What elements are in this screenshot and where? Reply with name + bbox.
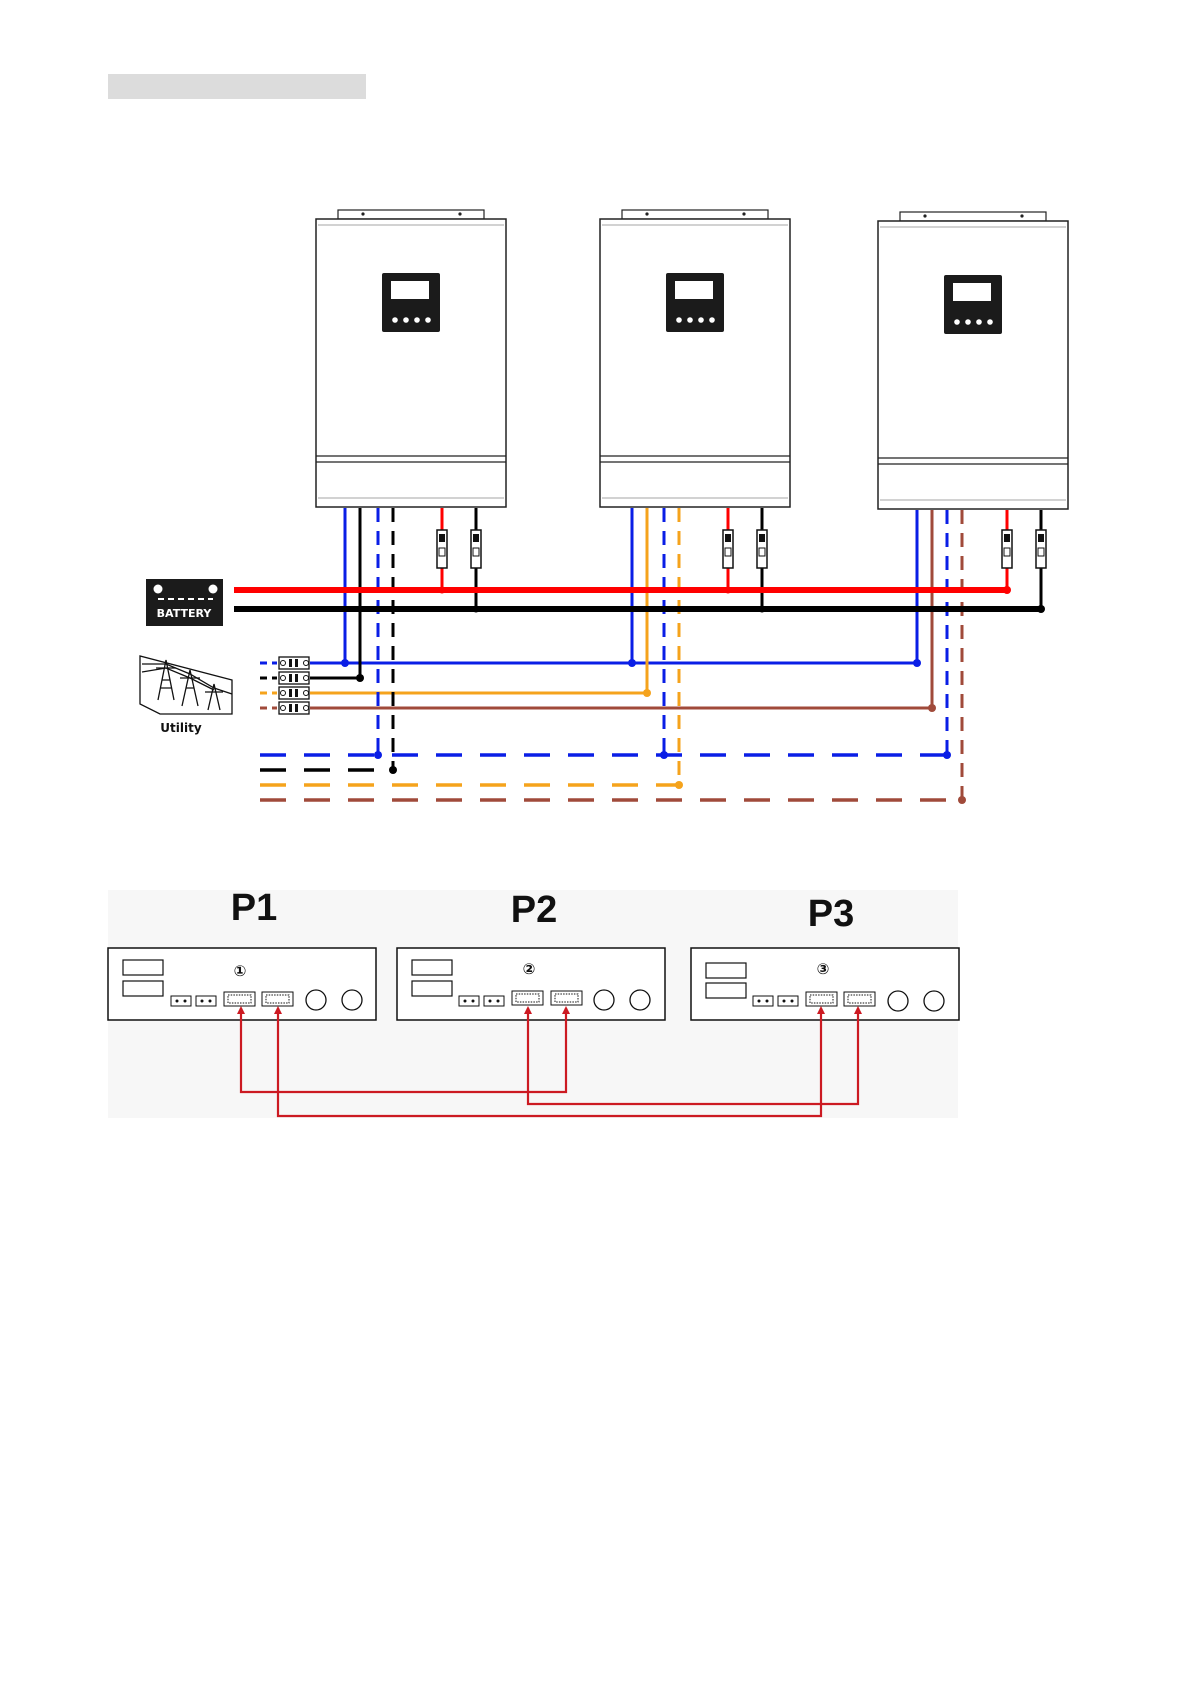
- panel-label: P3: [808, 893, 854, 935]
- battery-wiring: [442, 508, 1041, 609]
- battery-bus: [234, 586, 1045, 613]
- inverter-3: [878, 212, 1068, 509]
- panel-label: P2: [511, 889, 557, 931]
- panel-number: ②: [523, 960, 536, 978]
- inverter-2: [600, 210, 790, 507]
- parallel-panels: P1 ① P2 ②: [108, 887, 959, 1118]
- lcd-display-icon: [944, 275, 1002, 334]
- db9-port-icon: [806, 992, 837, 1006]
- utility-breaker-block: [279, 657, 309, 714]
- panel-number: ③: [817, 960, 830, 978]
- battery-icon: BATTERY: [146, 579, 223, 626]
- breaker-icon: [437, 530, 1046, 568]
- panel-number: ①: [234, 962, 247, 980]
- db9-port-icon: [224, 992, 255, 1006]
- db9-port-icon: [512, 991, 543, 1005]
- output-wiring: [260, 508, 966, 804]
- utility-label: Utility: [160, 721, 202, 735]
- panel-label: P1: [231, 887, 277, 929]
- lcd-display-icon: [382, 273, 440, 332]
- utility-tower-icon: Utility: [140, 656, 232, 735]
- db9-port-icon: [844, 992, 875, 1006]
- battery-label: BATTERY: [157, 607, 213, 620]
- db9-port-icon: [262, 992, 293, 1006]
- inverter-1: [316, 210, 506, 507]
- lcd-display-icon: [666, 273, 724, 332]
- db9-port-icon: [551, 991, 582, 1005]
